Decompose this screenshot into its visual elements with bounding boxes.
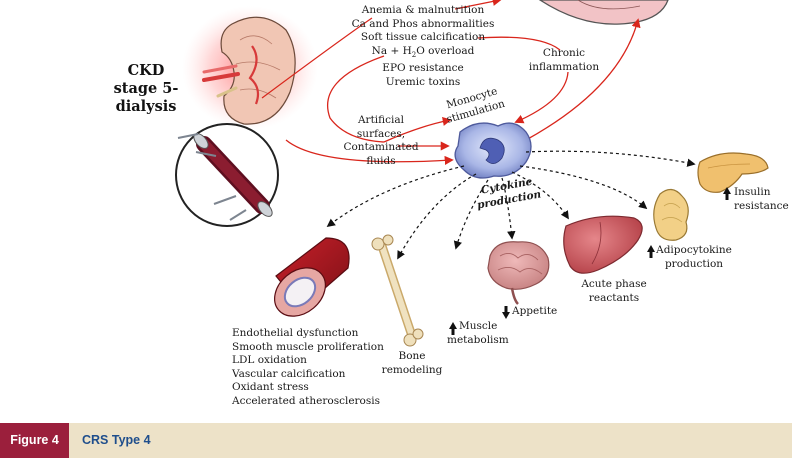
vascular-effect: Endothelial dysfunction — [232, 327, 359, 339]
risk-factor: Anemia & malnutrition — [361, 4, 485, 16]
label-line: Acute phase — [581, 278, 647, 290]
up-arrow-icon — [723, 187, 731, 200]
label-line: Insulin — [734, 186, 771, 198]
label-line: remodeling — [381, 363, 443, 376]
figure-caption-bar: Figure 4 CRS Type 4 — [0, 423, 792, 458]
blood-vessel-illustration — [274, 237, 350, 317]
label-line: Chronic — [542, 47, 586, 59]
label-line: reactants — [588, 291, 640, 304]
vascular-effect: LDL oxidation — [232, 354, 307, 367]
liver-illustration — [563, 215, 643, 274]
label-line: Artificial — [357, 114, 405, 126]
artificial-surfaces-label: Artificial surfaces, Contaminated fluids — [338, 114, 424, 168]
risk-factor: Uremic toxins — [385, 76, 461, 89]
vascular-effect: Vascular calcification — [232, 367, 346, 380]
label-line: production — [664, 257, 724, 270]
insulin-resistance-label: Insulin resistance — [734, 186, 789, 213]
red-arrows — [285, 0, 641, 165]
risk-factor: Ca and Phos abnormalities — [351, 17, 495, 30]
down-arrow-icon — [502, 306, 510, 319]
vascular-effect: Oxidant stress — [232, 381, 309, 394]
risk-factor: EPO resistance — [382, 62, 464, 75]
stage-label-line: dialysis — [115, 98, 177, 115]
bone-remodeling-label: Bone remodeling — [376, 350, 448, 377]
subscript: 2 — [411, 50, 417, 59]
bone-illustration — [371, 234, 424, 347]
label-line: inflammation — [528, 60, 600, 73]
adipocytokine-label: Adipocytokine production — [656, 244, 732, 271]
vascular-effect: Accelerated atherosclerosis — [232, 394, 381, 407]
black-arrows — [326, 150, 696, 260]
figure-caption: CRS Type 4 — [82, 433, 151, 447]
risk-factor-part: Na + H — [371, 44, 412, 57]
heart-illustration — [538, 0, 669, 25]
label-line: resistance — [734, 199, 789, 212]
pancreas-illustration — [697, 152, 769, 193]
label-line: Adipocytokine — [656, 244, 732, 256]
kidney-illustration — [182, 6, 318, 130]
diagram: CKD stage 5- dialysis Anemia & malnutrit… — [106, 0, 789, 409]
risk-factor-part: O overload — [416, 44, 475, 57]
direction-arrows — [449, 187, 731, 335]
label-line: fluids — [366, 154, 396, 167]
chronic-inflammation-label: Chronic inflammation — [522, 47, 606, 74]
ckd-stage-label: CKD stage 5- dialysis — [106, 62, 186, 116]
acute-phase-label: Acute phase reactants — [574, 278, 654, 305]
stage-label-line: stage 5- — [113, 80, 179, 97]
appetite-label: Appetite — [512, 305, 558, 317]
risk-factor: Soft tissue calcification — [360, 31, 486, 44]
label-line: Bone — [398, 350, 426, 362]
up-arrow-icon — [449, 322, 457, 335]
dialyzer-illustration — [175, 123, 279, 227]
brain-illustration — [487, 241, 550, 305]
adipose-illustration — [653, 188, 689, 241]
figure-number: Figure 4 — [0, 423, 69, 458]
label-line: metabolism — [447, 333, 509, 346]
label-line: surfaces, — [356, 127, 406, 140]
vascular-effects-list: Endothelial dysfunction Smooth muscle pr… — [232, 327, 384, 409]
label-line: Muscle — [459, 320, 498, 332]
diagram-svg — [175, 0, 769, 347]
label-line: Contaminated — [343, 141, 419, 154]
muscle-metabolism-label: Muscle metabolism — [447, 320, 509, 347]
kidney-connector — [261, 17, 373, 99]
vascular-effect: Smooth muscle proliferation — [232, 340, 384, 353]
monocyte-illustration — [454, 122, 532, 179]
up-arrow-icon — [647, 245, 655, 258]
stage-label-line: CKD — [127, 62, 165, 79]
risk-factor-list: Anemia & malnutrition Ca and Phos abnorm… — [330, 4, 516, 90]
risk-factor: Na + H2O overload — [330, 45, 516, 63]
